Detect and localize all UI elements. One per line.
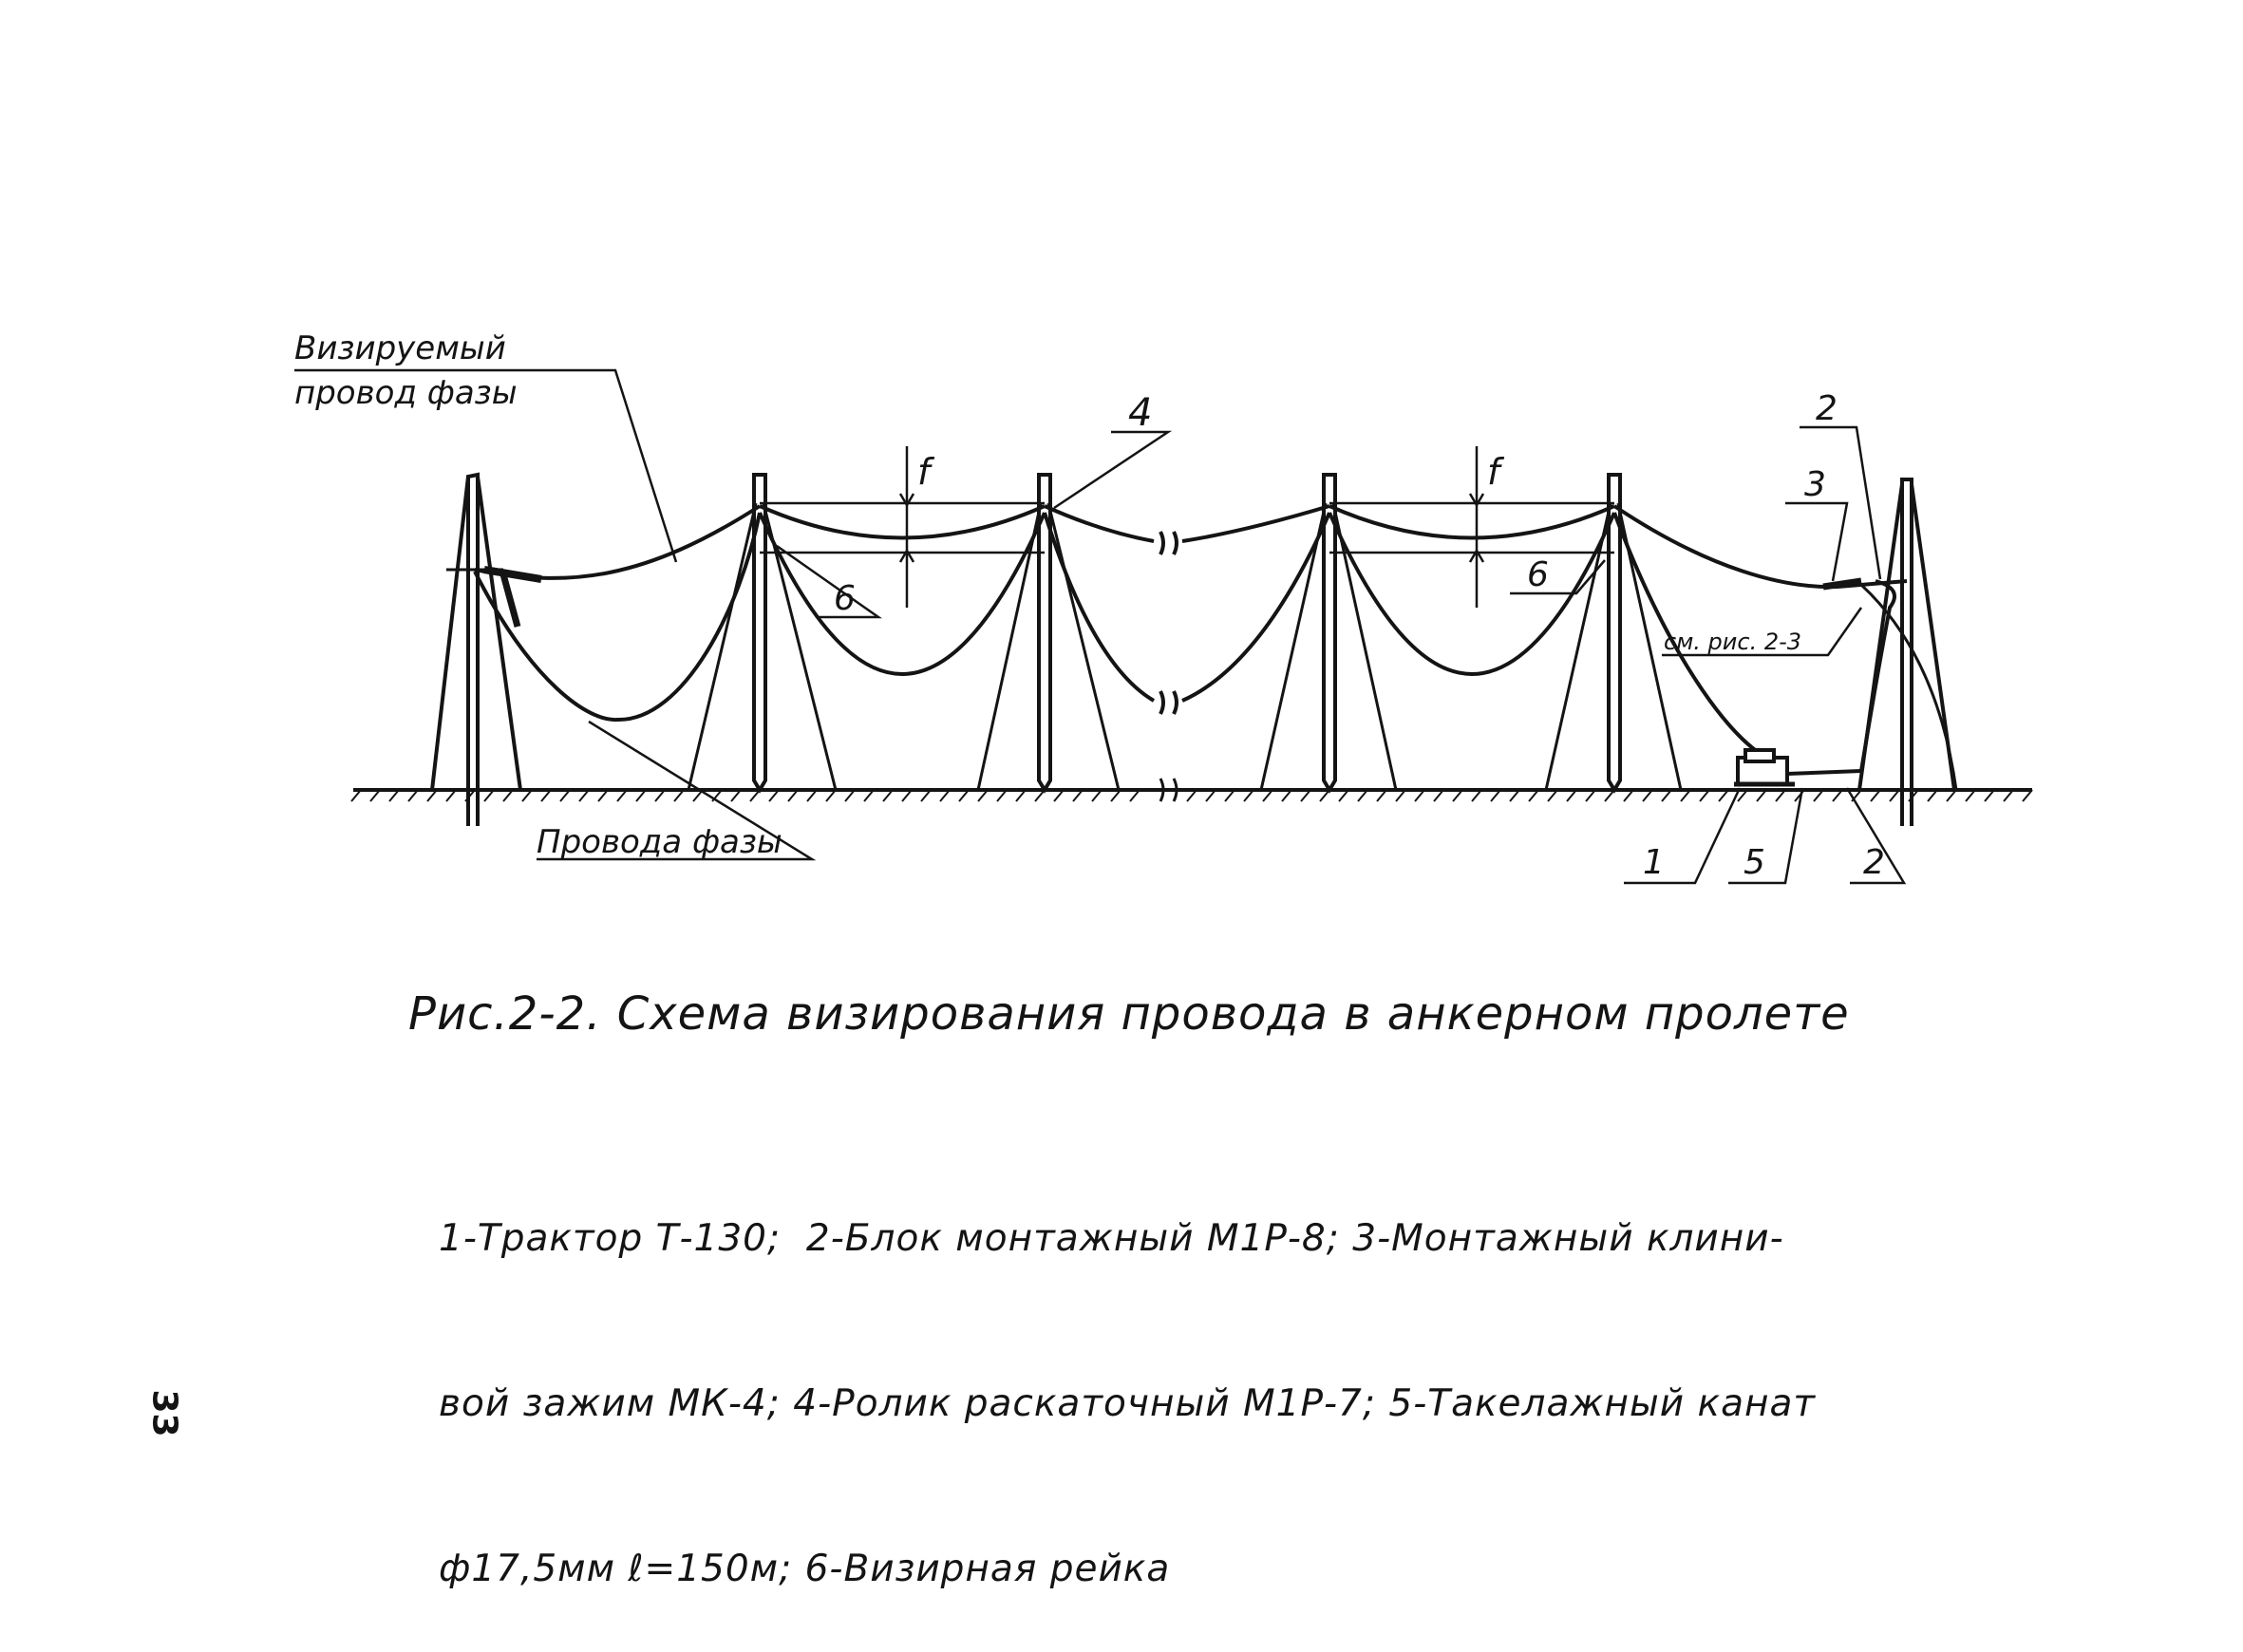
label-sag-f-right: f bbox=[1487, 451, 1505, 493]
figure-legend: 1-Трактор Т-130; 2-Блок монтажный М1Р-8;… bbox=[439, 1101, 1816, 1652]
tractor-and-rigging bbox=[1734, 579, 1958, 791]
left-anchor-support bbox=[430, 472, 522, 826]
label-item-5: 5 bbox=[1744, 843, 1765, 882]
label-item-4: 4 bbox=[1128, 391, 1152, 435]
label-item-6-left: 6 bbox=[834, 579, 856, 618]
figure-title: Рис.2-2. Схема визирования провода в анк… bbox=[408, 987, 1850, 1041]
legend-line-2: вой зажим МК-4; 4-Ролик раскаточный М1Р-… bbox=[439, 1382, 1817, 1425]
wire-break-marks bbox=[1159, 531, 1178, 715]
label-item-3: 3 bbox=[1804, 465, 1826, 504]
anchor-span-sighting-diagram: Визируемый провод фазы Провода фазы f f … bbox=[294, 329, 2033, 885]
leader-lines bbox=[294, 368, 1907, 885]
label-sighted-wire-line2: провод фазы bbox=[294, 374, 518, 412]
sighted-phase-wire bbox=[474, 504, 1908, 591]
pull-wire bbox=[1859, 579, 1896, 772]
label-phase-wires: Провода фазы bbox=[537, 823, 782, 861]
label-item-6-right: 6 bbox=[1527, 555, 1549, 594]
legend-line-1: 1-Трактор Т-130; 2-Блок монтажный М1Р-8;… bbox=[439, 1217, 1784, 1260]
page-number: 33 bbox=[144, 1389, 184, 1437]
label-item-1: 1 bbox=[1643, 843, 1665, 882]
label-item-2-top: 2 bbox=[1816, 389, 1838, 428]
label-see-figure: см. рис. 2-3 bbox=[1664, 629, 1801, 655]
label-item-2-bottom: 2 bbox=[1863, 843, 1885, 882]
label-sighted-wire-line1: Визируемый bbox=[294, 329, 506, 367]
intermediate-poles bbox=[687, 473, 1683, 794]
legend-line-3: ф17,5мм ℓ=150м; 6-Визирная рейка bbox=[439, 1548, 1171, 1590]
sag-measurement-lines bbox=[760, 446, 1614, 608]
ground-line bbox=[350, 778, 2033, 802]
label-sag-f-left: f bbox=[917, 451, 935, 493]
rigging-rope bbox=[1786, 769, 1862, 776]
